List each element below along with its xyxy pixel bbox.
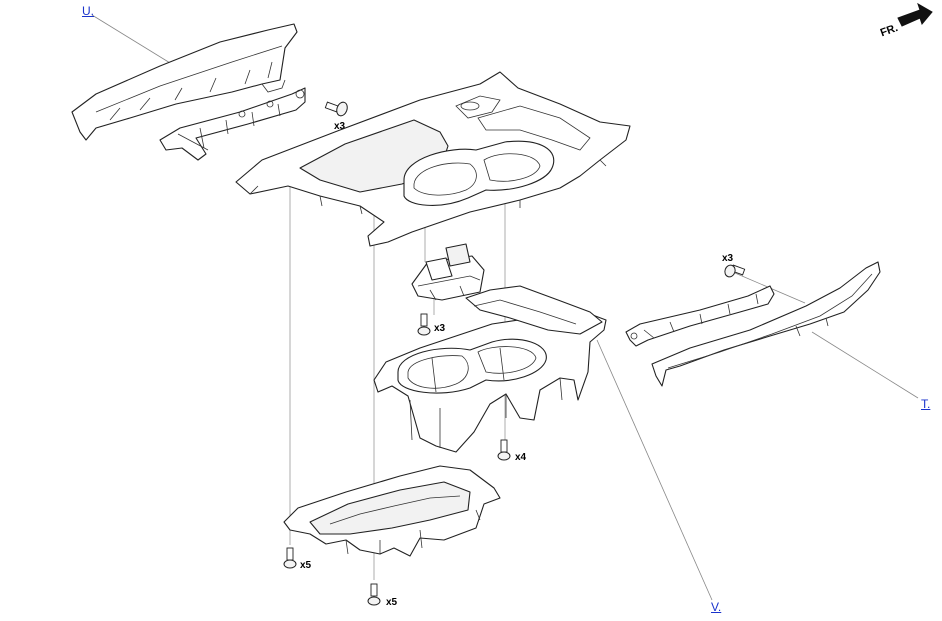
right-side-trim-panel [651, 261, 881, 387]
callout-u-link[interactable]: U. [82, 4, 94, 18]
tray-bottom-screw-quantity: x5 [386, 597, 398, 608]
screw-icon [724, 264, 746, 278]
callout-v-link[interactable]: V. [711, 600, 722, 614]
console-top-panel [235, 71, 631, 247]
switch-bracket [159, 87, 306, 161]
front-label: FR. [879, 22, 900, 39]
console-bottom-tray [283, 465, 501, 557]
cupholder-screw-quantity: x4 [515, 452, 527, 463]
right-trim-screw-quantity: x3 [722, 253, 734, 264]
right-trim-bracket [625, 285, 775, 347]
screw-icon [283, 547, 297, 569]
screw-icon [417, 313, 431, 336]
callout-t-link[interactable]: T. [921, 397, 931, 411]
upper-screw-quantity: x3 [334, 121, 346, 132]
upper-left-trim-panel [71, 23, 298, 141]
screw-icon [497, 439, 511, 461]
screw-icon [367, 583, 381, 606]
shifter-screw-quantity: x3 [434, 323, 446, 334]
tray-left-screw-quantity: x5 [300, 560, 312, 571]
cupholder-housing [373, 285, 607, 453]
screw-icon [324, 101, 348, 117]
shifter-switch-assembly [411, 243, 485, 301]
front-direction-arrow: FR. [879, 2, 933, 39]
